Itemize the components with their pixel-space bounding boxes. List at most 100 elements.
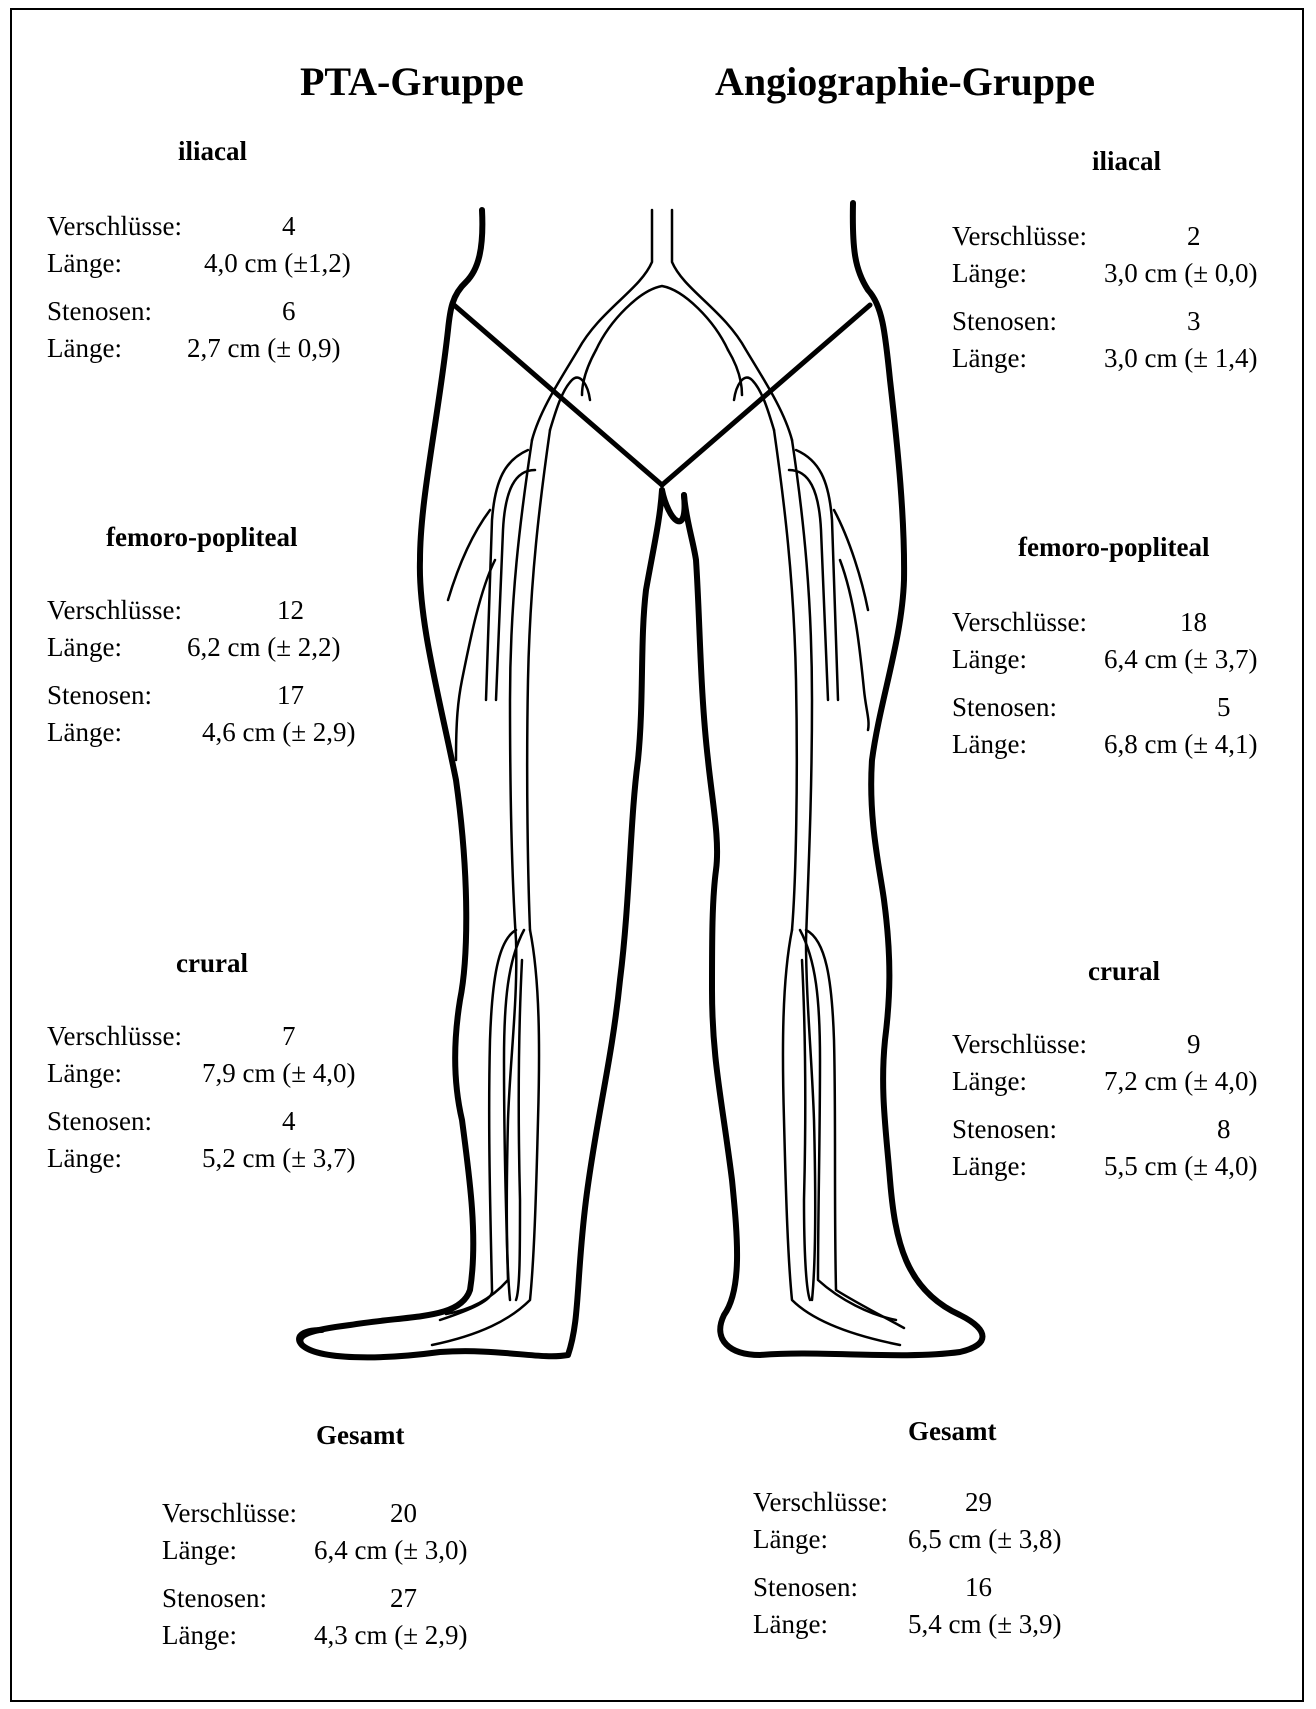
laenge-label: Länge: <box>952 1063 1104 1100</box>
stenosen-laenge: 5,4 cm (± 3,9) <box>908 1606 1062 1643</box>
left-profunda <box>486 450 528 700</box>
angio-iliacal-stats: Verschlüsse:2 Länge: 3,0 cm (± 0,0) Steno… <box>952 218 1258 377</box>
laenge-label: Länge: <box>952 726 1104 763</box>
verschluesse-laenge: 6,2 cm (± 2,2) <box>187 629 341 666</box>
verschluesse-count: 2 <box>1187 218 1201 255</box>
left-femoral-inner <box>527 430 550 930</box>
verschluesse-laenge: 6,4 cm (± 3,7) <box>1104 641 1258 678</box>
left-inguinal-line <box>454 305 662 485</box>
stenosen-count: 17 <box>277 677 304 714</box>
verschluesse-laenge: 6,5 cm (± 3,8) <box>908 1521 1062 1558</box>
right-femoral-inner <box>774 430 797 930</box>
laenge-label: Länge: <box>47 1140 202 1177</box>
verschluesse-laenge: 3,0 cm (± 0,0) <box>1104 255 1258 292</box>
pta-group-title: PTA-Gruppe <box>300 58 524 105</box>
stenosen-label: Stenosen: <box>753 1569 965 1606</box>
verschluesse-label: Verschlüsse: <box>162 1495 390 1532</box>
verschluesse-laenge: 6,4 cm (± 3,0) <box>314 1532 468 1569</box>
pta-gesamt-stats: Verschlüsse:20 Länge:6,4 cm (± 3,0) Sten… <box>162 1495 468 1654</box>
stenosen-count: 16 <box>965 1569 992 1606</box>
verschluesse-label: Verschlüsse: <box>952 604 1180 641</box>
stenosen-count: 3 <box>1187 303 1201 340</box>
angio-crural-stats: Verschlüsse:9 Länge:7,2 cm (± 4,0) Steno… <box>952 1026 1258 1185</box>
verschluesse-count: 18 <box>1180 604 1207 641</box>
angio-iliacal-title: iliacal <box>1092 146 1161 177</box>
laenge-label: Länge: <box>753 1606 908 1643</box>
laenge-label: Länge: <box>952 1148 1104 1185</box>
stenosen-count: 27 <box>390 1580 417 1617</box>
stenosen-label: Stenosen: <box>47 293 282 330</box>
stenosen-laenge: 4,6 cm (± 2,9) <box>202 714 356 751</box>
right-iliac-inner <box>728 350 742 395</box>
crotch-outline <box>662 490 685 521</box>
right-crural-3 <box>783 930 900 1345</box>
stenosen-count: 5 <box>1217 689 1231 726</box>
iliac-inner-arch <box>596 286 728 350</box>
pta-crural-title: crural <box>176 948 248 979</box>
stenosen-label: Stenosen: <box>47 1103 282 1140</box>
pta-femoro-stats: Verschlüsse:12 Länge:6,2 cm (± 2,2) Sten… <box>47 592 356 751</box>
pta-iliacal-title: iliacal <box>178 136 247 167</box>
verschluesse-count: 29 <box>965 1484 992 1521</box>
verschluesse-label: Verschlüsse: <box>47 1018 282 1055</box>
laenge-label: Länge: <box>47 714 202 751</box>
angio-femoro-stats: Verschlüsse:18 Länge:6,4 cm (± 3,7) Sten… <box>952 604 1258 763</box>
verschluesse-laenge: 7,9 cm (± 4,0) <box>202 1055 356 1092</box>
angio-gesamt-title: Gesamt <box>908 1416 996 1447</box>
verschluesse-label: Verschlüsse: <box>47 208 282 245</box>
stenosen-label: Stenosen: <box>952 1111 1217 1148</box>
angio-femoro-title: femoro-popliteal <box>1018 532 1209 563</box>
verschluesse-count: 12 <box>277 592 304 629</box>
right-lateral-branch2 <box>840 560 869 730</box>
left-crural-2 <box>446 930 524 1314</box>
verschluesse-count: 9 <box>1187 1026 1201 1063</box>
angio-crural-title: crural <box>1088 956 1160 987</box>
stenosen-label: Stenosen: <box>162 1580 390 1617</box>
verschluesse-label: Verschlüsse: <box>753 1484 965 1521</box>
stenosen-count: 8 <box>1217 1111 1231 1148</box>
stenosen-label: Stenosen: <box>952 303 1187 340</box>
laenge-label: Länge: <box>952 340 1104 377</box>
right-profunda <box>796 450 838 700</box>
left-crural-3 <box>432 930 539 1345</box>
angio-gesamt-stats: Verschlüsse:29 Länge:6,5 cm (± 3,8) Sten… <box>753 1484 1062 1643</box>
angio-group-title: Angiographie-Gruppe <box>715 58 1095 105</box>
laenge-label: Länge: <box>47 629 187 666</box>
laenge-label: Länge: <box>162 1532 314 1569</box>
verschluesse-label: Verschlüsse: <box>952 1026 1187 1063</box>
aorta-right-wall <box>672 210 792 440</box>
stenosen-count: 4 <box>282 1103 296 1140</box>
laenge-label: Länge: <box>753 1521 908 1558</box>
verschluesse-count: 4 <box>282 208 296 245</box>
verschluesse-count: 20 <box>390 1495 417 1532</box>
verschluesse-label: Verschlüsse: <box>47 592 277 629</box>
left-iliac-inner <box>582 350 596 395</box>
right-inguinal-line <box>662 305 870 485</box>
pta-gesamt-title: Gesamt <box>316 1420 404 1451</box>
verschluesse-laenge: 7,2 cm (± 4,0) <box>1104 1063 1258 1100</box>
pta-femoro-title: femoro-popliteal <box>106 522 297 553</box>
pta-iliacal-stats: Verschlüsse:4 Länge:4,0 cm (±1,2) Stenos… <box>47 208 351 367</box>
verschluesse-count: 7 <box>282 1018 296 1055</box>
stenosen-laenge: 3,0 cm (± 1,4) <box>1104 340 1258 377</box>
laenge-label: Länge: <box>47 330 187 367</box>
aorta-left-wall <box>532 210 652 440</box>
stenosen-laenge: 5,5 cm (± 4,0) <box>1104 1148 1258 1185</box>
laenge-label: Länge: <box>952 641 1104 678</box>
verschluesse-label: Verschlüsse: <box>952 218 1187 255</box>
left-leg-outline <box>300 210 662 1357</box>
pta-crural-stats: Verschlüsse:7 Länge:7,9 cm (± 4,0) Steno… <box>47 1018 356 1177</box>
left-crural-4 <box>516 960 522 1300</box>
stenosen-laenge: 5,2 cm (± 3,7) <box>202 1140 356 1177</box>
stenosen-label: Stenosen: <box>47 677 277 714</box>
stenosen-laenge: 2,7 cm (± 0,9) <box>187 330 341 367</box>
laenge-label: Länge: <box>47 1055 202 1092</box>
right-leg-outline <box>684 203 983 1355</box>
laenge-label: Länge: <box>47 245 204 282</box>
laenge-label: Länge: <box>162 1617 314 1654</box>
stenosen-laenge: 4,3 cm (± 2,9) <box>314 1617 468 1654</box>
stenosen-laenge: 6,8 cm (± 4,1) <box>1104 726 1258 763</box>
stenosen-count: 6 <box>282 293 296 330</box>
verschluesse-laenge: 4,0 cm (±1,2) <box>204 245 351 282</box>
stenosen-label: Stenosen: <box>952 689 1217 726</box>
